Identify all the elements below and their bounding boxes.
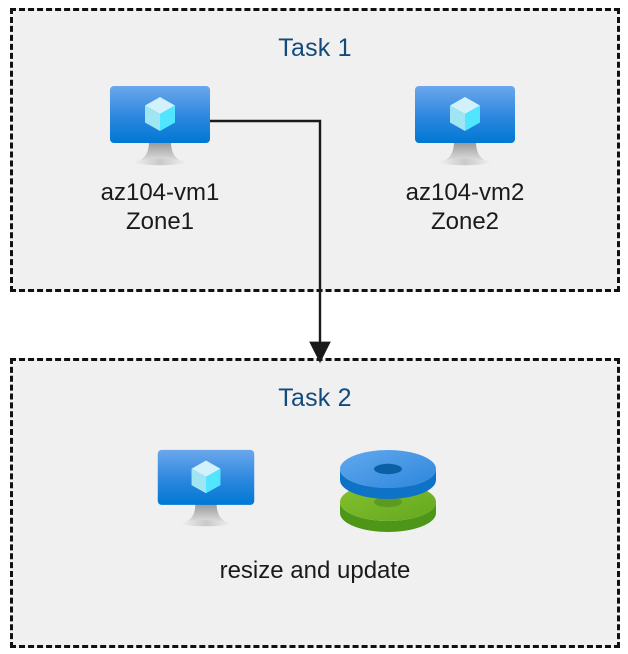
node-caption-az104-vm1: az104-vm1 Zone1 <box>100 179 220 235</box>
task-2-title: Task 2 <box>278 384 352 412</box>
task-1-title: Task 1 <box>278 34 352 62</box>
virtual-machine-icon <box>157 449 255 527</box>
task-2-caption-wrap: resize and update <box>10 556 620 585</box>
node-caption-az104-vm2: az104-vm2 Zone2 <box>405 179 525 235</box>
node-az104-vm1: az104-vm1 Zone1 <box>60 83 260 236</box>
managed-disks-icon <box>340 450 436 532</box>
node-task2-vm <box>155 447 257 529</box>
node-az104-vm2: az104-vm2 Zone2 <box>365 83 565 236</box>
node-task2-disks <box>337 444 439 532</box>
task-2-container: Task 2 <box>10 358 620 648</box>
virtual-machine-icon <box>415 86 515 166</box>
virtual-machine-icon <box>110 86 210 166</box>
task-2-caption: resize and update <box>219 557 411 584</box>
